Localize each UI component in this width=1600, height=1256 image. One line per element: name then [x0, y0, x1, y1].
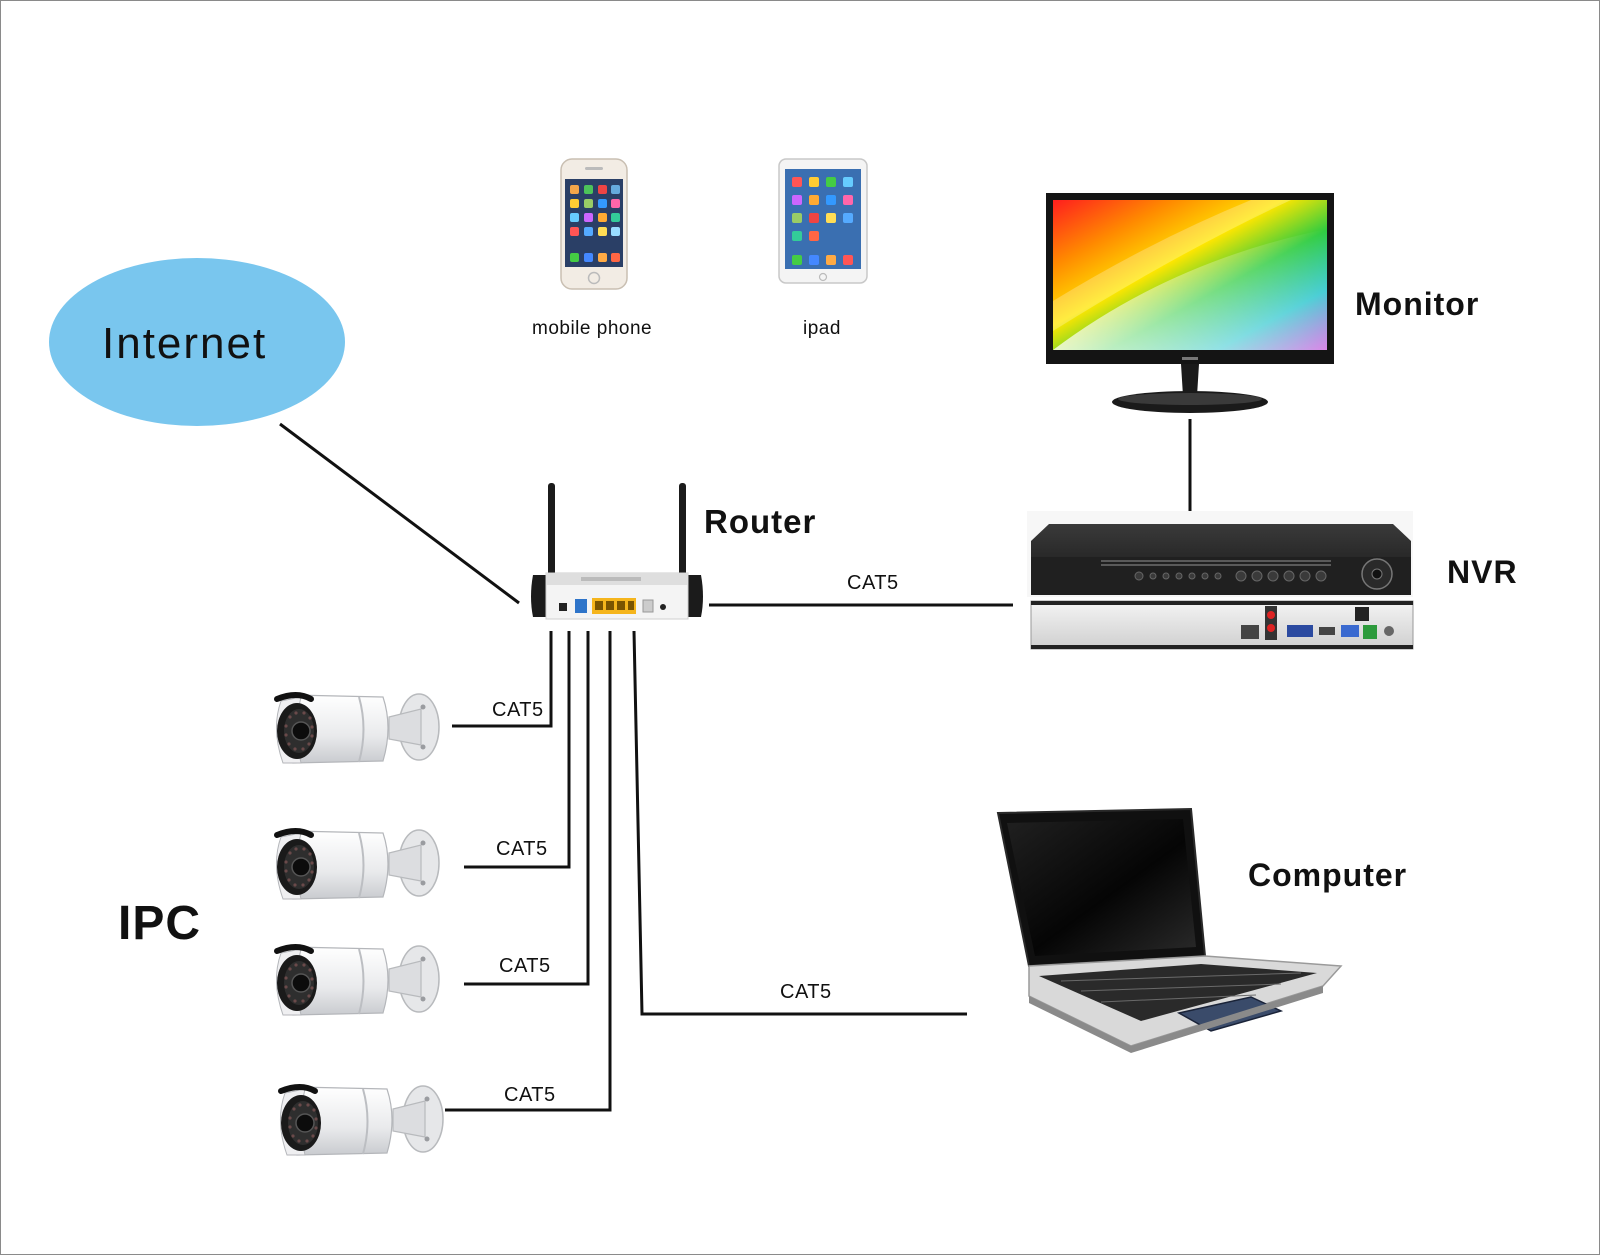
nvr-label: NVR [1447, 554, 1518, 590]
link-router-camera-4 [445, 631, 612, 1112]
router-label: Router [704, 503, 817, 540]
link-router-computer [632, 630, 967, 1016]
link-internet-router [279, 422, 520, 605]
cat5-label-camera-1: CAT5 [492, 699, 544, 721]
bullet-camera-icon [276, 946, 439, 1015]
bullet-camera-icon [276, 830, 439, 899]
cat5-label-computer: CAT5 [780, 981, 832, 1003]
internet-label: Internet [102, 319, 268, 368]
computer-label: Computer [1248, 857, 1408, 893]
tablet-icon [778, 158, 868, 284]
internet-cloud [49, 258, 345, 426]
cat5-label-camera-4: CAT5 [504, 1084, 556, 1106]
monitor-label: Monitor [1355, 286, 1480, 322]
cat5-label-nvr: CAT5 [847, 572, 899, 594]
mobile-phone-label: mobile phone [532, 318, 653, 339]
link-router-camera-1 [452, 631, 553, 728]
bullet-camera-icon [280, 1086, 443, 1155]
link-router-camera-2 [464, 631, 571, 869]
laptop-icon [996, 807, 1343, 1053]
cat5-label-camera-2: CAT5 [496, 838, 548, 860]
ipad-label: ipad [803, 318, 841, 339]
nvr-icon [1027, 511, 1414, 650]
cat5-label-camera-3: CAT5 [499, 955, 551, 977]
monitor-icon [1046, 193, 1334, 413]
bullet-camera-icon [276, 694, 439, 763]
smartphone-icon [560, 158, 628, 290]
ipc-label: IPC [118, 897, 202, 950]
connection-lines [279, 419, 1192, 1112]
router-icon [531, 483, 703, 620]
link-router-camera-3 [464, 631, 590, 986]
